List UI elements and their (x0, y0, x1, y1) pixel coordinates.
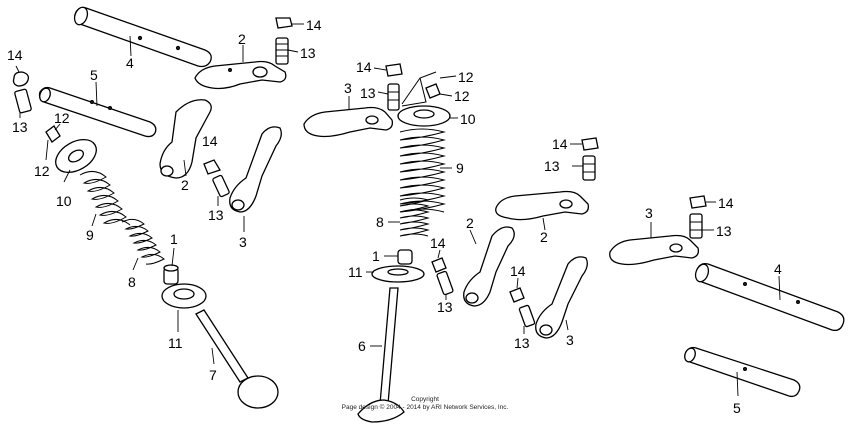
label-rocker-3-far-right: 3 (645, 205, 653, 221)
label-shaft-5-right: 5 (733, 400, 741, 416)
adjust-screw-left (14, 88, 32, 118)
label-spring-8-center: 8 (376, 214, 384, 230)
rocker-shaft-right-lower (684, 346, 801, 398)
label-spring-9-left: 9 (86, 227, 94, 243)
label-nut-14-left: 14 (7, 47, 23, 63)
rocker-arm-mid-left (229, 126, 282, 232)
adjust-screw-center-low (436, 270, 454, 300)
label-screw-13-right-low: 13 (514, 335, 530, 351)
label-seat-11-center: 11 (348, 264, 363, 280)
label-nut-14-center-low: 14 (430, 235, 446, 251)
valve-cotter-left (45, 123, 61, 161)
copyright-line-1: Copyright (411, 396, 439, 403)
label-screw-13-center-low: 13 (437, 299, 453, 315)
label-retainer-12-center-b: 12 (454, 88, 470, 104)
label-retainer-12-left-b: 12 (34, 163, 50, 179)
adjust-nut-center (373, 63, 403, 77)
label-nut-14-far-right: 14 (718, 195, 734, 211)
copyright-notice: Copyright Page design © 2004 - 2014 by A… (342, 396, 509, 411)
rocker-shaft-left (38, 81, 157, 138)
valve-spring-inner-left (121, 218, 165, 271)
label-nut-14-right-top: 14 (552, 136, 568, 152)
adjust-nut-top (275, 17, 304, 29)
label-seal-1-left: 1 (170, 231, 178, 247)
label-nut-14-top: 14 (306, 17, 322, 33)
label-screw-13-center: 13 (360, 85, 376, 101)
spring-seat-left (161, 283, 207, 332)
adjust-nut-right-top (570, 137, 599, 151)
spring-retainer-left (55, 138, 97, 183)
label-screw-13-far-right: 13 (716, 223, 732, 239)
label-nut-14-mid-left: 14 (202, 133, 218, 149)
valve-exhaust (195, 309, 279, 409)
label-valve-6: 6 (358, 338, 366, 354)
adjust-screw-right-low (518, 304, 536, 334)
label-valve-7: 7 (209, 367, 217, 383)
adjust-screw-right-top (572, 155, 596, 181)
label-seal-1-center: 1 (372, 248, 380, 264)
label-spring-9-center: 9 (456, 160, 464, 176)
label-rocker-2-left-mid: 2 (181, 177, 189, 193)
rocker-shaft-top-left (73, 6, 212, 68)
label-nut-14-center: 14 (356, 59, 372, 75)
label-nut-14-right-low: 14 (510, 263, 526, 279)
rocker-arm-right-low (535, 256, 588, 339)
stem-seal-center (384, 249, 413, 265)
spring-retainer-center (397, 105, 458, 127)
rocker-arm-right (495, 190, 590, 231)
rocker-shaft-right (694, 262, 845, 332)
label-screw-13-top: 13 (300, 45, 316, 61)
spring-seat-center (366, 265, 425, 283)
rocker-arm-center (303, 96, 394, 138)
adjust-screw-far-right (689, 213, 714, 239)
adjust-nut-mid-left (203, 159, 221, 175)
label-spring-seat-10-center: 10 (460, 111, 476, 127)
label-spring-8-left: 8 (128, 274, 136, 290)
valve-spring-inner-center (388, 197, 430, 237)
rocker-arm-left-mid (159, 99, 212, 179)
copyright-line-2: Page design © 2004 - 2014 by ARI Network… (342, 403, 509, 411)
adjust-screw-center (377, 83, 400, 111)
label-rocker-2-right: 2 (540, 229, 548, 245)
adjust-nut-left (12, 65, 30, 87)
rocker-arm-center-low (463, 226, 515, 307)
label-shaft-4-top: 4 (126, 55, 134, 71)
adjust-nut-center-low (431, 249, 447, 273)
valve-spring-outer-left (79, 171, 131, 227)
valve-spring-outer-center (399, 128, 452, 213)
rocker-arm-far-right (609, 222, 700, 266)
label-screw-13-right-top: 13 (544, 158, 560, 174)
adjust-nut-far-right (689, 195, 716, 209)
label-shaft-5-left: 5 (90, 67, 98, 83)
label-rocker-2-center-low: 2 (466, 215, 474, 231)
label-rocker-2-top: 2 (238, 31, 246, 47)
label-screw-13-mid-left: 13 (208, 207, 224, 223)
label-retainer-12-center-a: 12 (458, 69, 474, 85)
valve-cotter-center (401, 71, 457, 107)
rocker-arm-top (194, 45, 287, 90)
label-shaft-4-right: 4 (774, 261, 782, 277)
valve-intake (357, 287, 405, 423)
label-seat-11-left: 11 (168, 335, 183, 351)
label-spring-seat-10-left: 10 (56, 193, 72, 209)
callout-labels: 4 2 14 13 14 13 5 12 12 10 9 8 1 11 7 2 … (7, 17, 782, 416)
adjust-nut-right-low (509, 277, 525, 303)
label-rocker-3-center: 3 (344, 80, 352, 96)
adjust-screw-mid-left (212, 174, 230, 206)
label-screw-13-left: 13 (12, 119, 28, 135)
label-retainer-12-left-a: 12 (54, 110, 70, 126)
label-rocker-3-mid-left: 3 (239, 234, 247, 250)
stem-seal-left (163, 247, 179, 285)
label-rocker-3-right-low: 3 (566, 332, 574, 348)
adjust-screw-top (275, 37, 299, 65)
